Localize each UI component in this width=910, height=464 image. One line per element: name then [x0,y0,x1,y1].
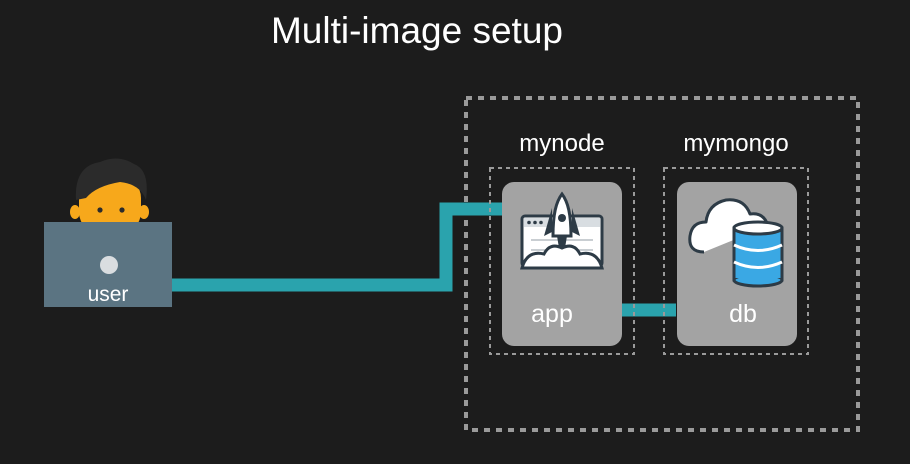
cloud-database-icon [688,198,784,288]
network-boundary [464,96,860,432]
laptop-icon [44,222,172,307]
container-name-mynode: mynode [519,130,605,157]
service-label-db: db [729,300,757,328]
mynode-container-boundary [489,167,635,355]
user-label: user [87,283,129,306]
mymongo-container-boundary [663,167,809,355]
diagram-title: Multi-image setup [270,10,563,51]
service-label-app: app [531,300,573,328]
user-app-connector [172,202,502,292]
rocket-launch-icon [520,191,604,270]
container-name-mymongo: mymongo [683,130,789,157]
user-avatar-icon [70,158,149,234]
